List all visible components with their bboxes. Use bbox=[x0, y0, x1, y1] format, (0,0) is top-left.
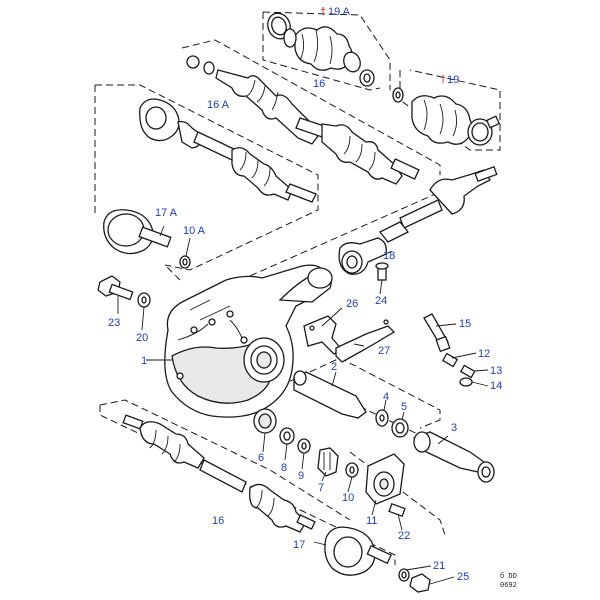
label-13: 13 bbox=[490, 365, 502, 377]
label-20: 20 bbox=[136, 332, 148, 344]
label-19a: 19 A bbox=[328, 6, 351, 18]
leader-lines bbox=[117, 225, 489, 585]
label-11: 11 bbox=[366, 515, 377, 527]
driveshaft-16a bbox=[139, 98, 317, 203]
label-17: 17 bbox=[293, 539, 305, 551]
label-1: 1 bbox=[141, 355, 147, 367]
driveshaft-16-top bbox=[186, 55, 420, 185]
label-7: 7 bbox=[318, 482, 324, 494]
part-labels: † 19 A 16 16 A † 19 17 A 10 A 18 24 23 2… bbox=[108, 6, 502, 583]
driveshaft-16-bottom bbox=[122, 414, 431, 593]
label-17a: 17 A bbox=[155, 207, 178, 219]
label-2: 2 bbox=[331, 361, 337, 373]
label-27: 27 bbox=[378, 345, 390, 357]
label-15: 15 bbox=[459, 318, 471, 330]
label-23: 23 bbox=[108, 317, 120, 329]
label-14: 14 bbox=[490, 380, 502, 392]
label-5: 5 bbox=[401, 401, 407, 413]
label-25: 25 bbox=[457, 571, 469, 583]
label-9: 9 bbox=[298, 470, 304, 482]
cv-joint-17a bbox=[103, 209, 191, 269]
seals-and-bearings bbox=[253, 408, 409, 478]
drawing-code-line2: 0692 bbox=[500, 582, 517, 590]
label-8: 8 bbox=[281, 462, 287, 474]
label-16-top: 16 bbox=[313, 78, 325, 90]
bolt-and-washer bbox=[97, 275, 151, 308]
boot-kit-19a bbox=[267, 12, 375, 87]
boot-kit-19 bbox=[392, 87, 501, 146]
drawing-code-line1: б DD bbox=[500, 572, 517, 581]
label-18: 18 bbox=[383, 250, 395, 262]
label-24: 24 bbox=[375, 295, 387, 307]
label-16-bottom: 16 bbox=[212, 515, 224, 527]
label-22: 22 bbox=[398, 530, 410, 542]
differential-housing bbox=[164, 264, 333, 418]
label-4: 4 bbox=[383, 391, 389, 403]
label-10: 10 bbox=[342, 492, 354, 504]
drive-flange bbox=[365, 453, 406, 517]
label-12: 12 bbox=[478, 348, 490, 360]
drawing-code: б DD 0692 bbox=[500, 572, 517, 590]
label-6: 6 bbox=[258, 452, 264, 464]
label-3: 3 bbox=[451, 422, 457, 434]
change-marker-19a: † bbox=[320, 6, 326, 18]
label-16a: 16 A bbox=[207, 99, 230, 111]
change-marker-19: † bbox=[440, 74, 446, 86]
label-10a: 10 A bbox=[183, 225, 206, 237]
label-21: 21 bbox=[433, 560, 445, 572]
label-26: 26 bbox=[346, 298, 358, 310]
intermediate-shaft-18 bbox=[338, 165, 498, 281]
label-19: 19 bbox=[447, 74, 459, 86]
output-shafts bbox=[293, 370, 495, 483]
speed-sensor-parts bbox=[423, 313, 476, 387]
